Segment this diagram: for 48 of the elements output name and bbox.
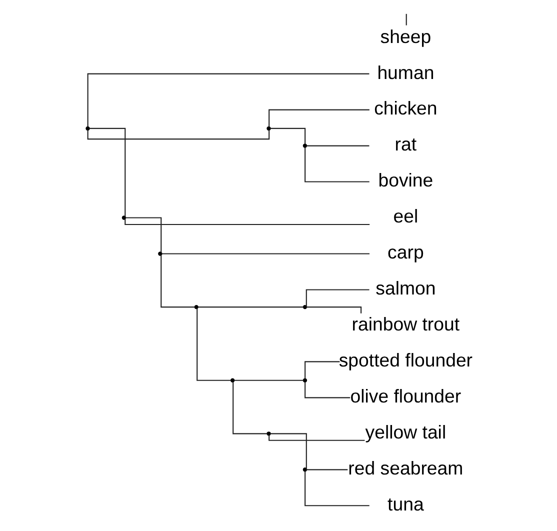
connector <box>304 361 340 379</box>
connector <box>405 14 406 26</box>
node-text: carp <box>387 242 424 263</box>
node-point <box>302 144 307 148</box>
node-point <box>121 216 126 220</box>
connector <box>304 147 369 182</box>
node-point <box>302 468 307 472</box>
node-point <box>266 432 270 436</box>
node-text: spotted flounder <box>338 350 472 371</box>
node-text: rat <box>394 134 416 155</box>
connector <box>161 253 369 254</box>
node-text: eel <box>392 206 418 227</box>
connector <box>160 255 194 308</box>
connector <box>124 218 370 225</box>
node-text: sheep <box>380 26 431 47</box>
connector <box>268 435 364 441</box>
connector <box>270 433 306 470</box>
node-point <box>302 378 307 382</box>
connector <box>86 73 369 127</box>
node-text: rainbow trout <box>351 314 460 335</box>
node-text: salmon <box>375 278 436 299</box>
connector <box>305 289 369 307</box>
connector <box>197 306 303 308</box>
node-point <box>230 378 234 382</box>
node-text: chicken <box>374 98 437 119</box>
connector <box>86 130 270 140</box>
connector <box>196 308 231 381</box>
connector <box>268 109 369 127</box>
node-text: human <box>376 62 434 83</box>
node-point <box>302 304 307 310</box>
node-text: tuna <box>387 494 424 515</box>
connector <box>304 382 350 398</box>
node-text: red seabream <box>348 458 463 479</box>
connector <box>88 128 126 217</box>
connector <box>125 217 162 252</box>
connector <box>306 469 348 470</box>
connector <box>232 382 267 434</box>
node-text: bovine <box>378 170 433 191</box>
node-text: yellow tail <box>364 422 446 443</box>
node-point <box>85 126 90 131</box>
node-text: olive flounder <box>350 386 461 407</box>
node-point <box>158 252 162 256</box>
connector <box>304 471 369 506</box>
node-point <box>266 126 270 131</box>
connector <box>306 145 369 146</box>
connector <box>270 128 306 144</box>
connector <box>234 380 303 381</box>
node-point <box>194 304 198 310</box>
